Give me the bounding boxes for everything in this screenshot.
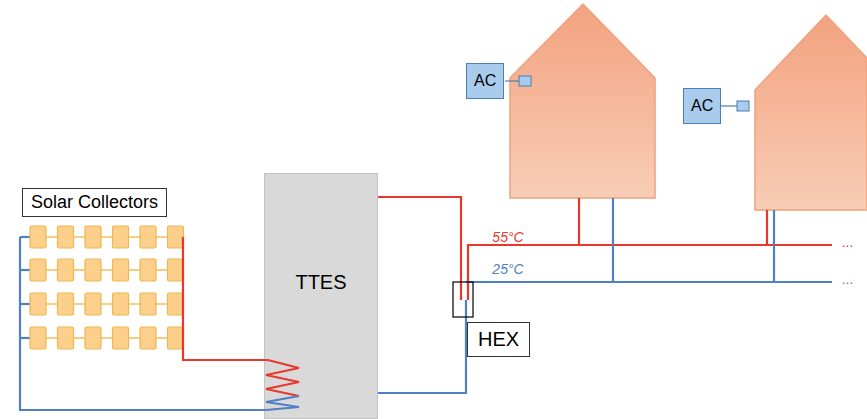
cold-pipe: [20, 269, 30, 271]
node-text: HEX: [478, 328, 519, 351]
node-text: AC: [474, 72, 496, 90]
solar-panel: [113, 259, 129, 281]
node-text: Solar Collectors: [31, 192, 158, 213]
ac-unit: AC: [466, 63, 504, 99]
solar-panel: [168, 226, 184, 248]
indoor-unit: [737, 101, 749, 111]
solar-panel: [140, 327, 156, 349]
continuation-mark: ...: [842, 234, 854, 250]
solar-panel: [140, 293, 156, 315]
cold-pipe: [20, 337, 30, 339]
network-supply: [468, 245, 832, 300]
house-supply: [766, 210, 768, 245]
house: [510, 4, 655, 198]
solar-panel: [30, 226, 46, 248]
solar-panel: [85, 259, 101, 281]
house-return: [773, 210, 775, 282]
solar-panel: [58, 293, 74, 315]
cold-pipe: [20, 237, 266, 410]
temperature-label: 25°C: [492, 261, 523, 277]
solar-panel: [168, 293, 184, 315]
solar-panel: [30, 293, 46, 315]
house-return: [612, 198, 614, 282]
ac-unit: AC: [683, 88, 721, 124]
solar-panel: [85, 293, 101, 315]
cold-pipe: [20, 303, 30, 305]
house-supply: [578, 198, 580, 245]
ac-link: [505, 80, 519, 81]
hot-pipe: [183, 237, 266, 360]
temperature-label: 55°C: [492, 229, 523, 245]
cold-pipe: [20, 236, 30, 238]
supply-pipe: [378, 197, 461, 300]
solar-panel: [168, 327, 184, 349]
solar-panel: [140, 226, 156, 248]
indoor-unit: [519, 76, 531, 86]
house: [755, 15, 867, 210]
node-text: AC: [691, 97, 713, 115]
solar-panel: [140, 259, 156, 281]
network-return: [466, 281, 832, 283]
node-text: TTES: [295, 271, 346, 294]
solar-panel: [113, 327, 129, 349]
storage-tank: TTES: [264, 173, 378, 419]
label-box: HEX: [467, 322, 530, 357]
solar-panel: [113, 293, 129, 315]
ac-link: [721, 105, 737, 106]
continuation-mark: ...: [842, 271, 854, 287]
solar-panel: [58, 259, 74, 281]
solar-panel: [85, 226, 101, 248]
solar-panel: [30, 327, 46, 349]
heat-exchanger: [453, 282, 473, 317]
solar-panel: [58, 327, 74, 349]
label-box: Solar Collectors: [22, 188, 167, 217]
solar-panel: [85, 327, 101, 349]
solar-panel: [168, 259, 184, 281]
solar-panel: [113, 226, 129, 248]
solar-panel: [30, 259, 46, 281]
solar-panel: [58, 226, 74, 248]
